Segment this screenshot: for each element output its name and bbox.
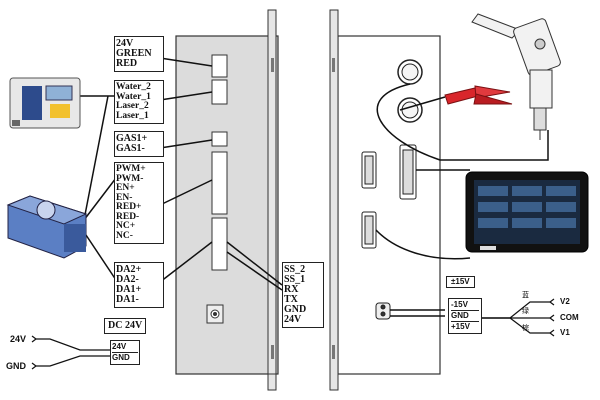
ground-clamp-icon xyxy=(444,85,513,105)
label-line: Water_2 xyxy=(116,82,151,92)
label-line: RED+ xyxy=(116,202,142,212)
wire-color-brown: 棕 xyxy=(522,324,529,332)
label-line: GND xyxy=(284,304,307,315)
label-line: RX xyxy=(284,284,299,295)
label-line: GND xyxy=(112,353,130,362)
wire-color-blue: 蓝 xyxy=(522,291,529,299)
label-line: GAS1+ xyxy=(116,133,148,144)
label-line: Laser_2 xyxy=(116,101,149,111)
label-line: 24V xyxy=(116,38,134,49)
label-line: SS_2 xyxy=(284,264,306,275)
power-input-box: 24V GND xyxy=(110,340,140,365)
label-line: DC 24V xyxy=(108,320,143,331)
gas-label: GAS1+ GAS1- xyxy=(114,131,164,157)
label-line: -15V xyxy=(451,300,479,311)
label-line: RED- xyxy=(116,211,140,222)
label-line: Water_1 xyxy=(116,91,151,102)
label-line: NC- xyxy=(116,230,133,241)
label-line: GREEN xyxy=(116,48,152,59)
right-rear-panel xyxy=(329,9,441,391)
water-chiller-icon xyxy=(9,77,81,129)
output-com-label: COM xyxy=(560,313,579,322)
label-line: 24V xyxy=(112,342,138,353)
output-v2-label: V2 xyxy=(560,297,570,306)
label-line: NC+ xyxy=(116,221,136,231)
label-line: DA2+ xyxy=(116,264,142,275)
power-status-label: 24V GREEN RED xyxy=(114,36,164,72)
supply-title: ±15V xyxy=(446,276,475,288)
laser-source-icon xyxy=(6,195,88,259)
label-line: +15V xyxy=(451,322,470,331)
welding-gun-icon xyxy=(471,13,561,140)
label-line: DA2- xyxy=(116,274,139,285)
label-line: GAS1- xyxy=(116,143,145,154)
label-line: PWM- xyxy=(116,173,144,184)
label-line: Laser_1 xyxy=(116,110,149,121)
serial-label: SS_2 SS_1 RX TX GND 24V xyxy=(282,262,324,328)
label-line: PWM+ xyxy=(116,164,146,174)
input-gnd-label: GND xyxy=(6,361,26,371)
analog-label: DA2+ DA2- DA1+ DA1- xyxy=(114,262,164,308)
label-line: 24V xyxy=(284,314,302,325)
wiring xyxy=(80,57,549,317)
label-line: RED xyxy=(116,58,138,69)
output-wires xyxy=(478,298,555,337)
label-line: GND xyxy=(451,311,479,322)
label-line: TX xyxy=(284,294,298,305)
label-line: EN+ xyxy=(116,183,135,193)
label-line: SS_1 xyxy=(284,274,306,285)
dc-24v-label: DC 24V xyxy=(104,318,147,334)
water-laser-label: Water_2 Water_1 Laser_2 Laser_1 xyxy=(114,80,164,124)
laser-signal-label: PWM+ PWM- EN+ EN- RED+ RED- NC+ NC- xyxy=(114,162,164,244)
touch-screen-icon xyxy=(465,171,589,253)
output-v1-label: V1 xyxy=(560,328,570,337)
wire-color-green: 绿 xyxy=(522,307,529,315)
label-line: DA1- xyxy=(116,294,139,305)
input-24v-label: 24V xyxy=(10,334,27,344)
supply-rails-box: -15V GND +15V xyxy=(448,298,482,334)
label-line: EN- xyxy=(116,192,133,203)
right-panel-ports xyxy=(361,59,423,320)
power-input-wires xyxy=(31,335,110,370)
label-line: DA1+ xyxy=(116,284,142,295)
